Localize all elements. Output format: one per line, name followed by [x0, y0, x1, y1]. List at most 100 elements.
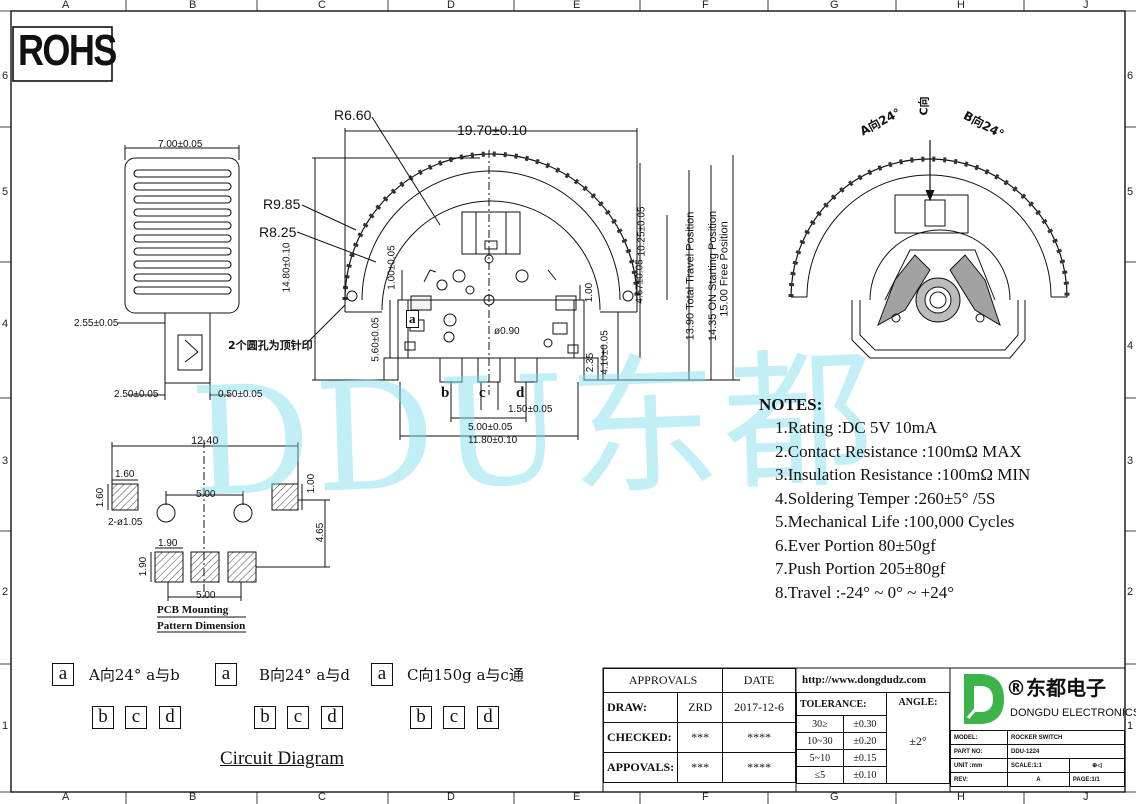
company-name-en: DONGDU ELECTRONICS [1010, 707, 1136, 719]
side-dim-2: 2.50±0.05 [114, 389, 159, 400]
approvals-header: APPROVALS [602, 668, 724, 693]
note-item-7: 7.Push Portion 205±80gf [775, 559, 946, 578]
circuit-a-b-terminal: b [92, 706, 114, 729]
pcb-dim-9: 4.65 [315, 522, 327, 543]
side-view [118, 145, 240, 400]
zone-row-5: 5 [2, 186, 9, 198]
zone-row-1-right: 1 [1127, 720, 1134, 732]
zone-col-b-bottom: B [189, 791, 197, 803]
pcb-label-line2: Pattern Dimension [157, 620, 246, 632]
position-1: 13.90 Total Travel Position [684, 211, 697, 341]
tol-value-1: ±0.30 [842, 715, 888, 733]
circuit-a-label: A向24° a与b [89, 666, 180, 684]
circuit-a-d-terminal: d [159, 706, 181, 729]
side-width-dim: 7.00±0.05 [158, 139, 203, 150]
zone-col-h-bottom: H [957, 791, 965, 803]
height-dim-8: 2.35 [585, 352, 597, 373]
zone-col-f: F [702, 0, 709, 11]
part-no-value: DDU-1224 [1007, 744, 1125, 759]
circuit-b-label: B向24° a与d [259, 666, 350, 684]
radius-label-2: R9.85 [263, 196, 301, 212]
tol-range-2: 10~30 [796, 732, 844, 750]
side-dim-3: 0.50±0.05 [218, 389, 263, 400]
radius-label-3: R8.25 [259, 224, 297, 240]
height-dim-3: 4.67±0.05 [634, 259, 646, 304]
appovals-label: APPOVALS: [602, 752, 679, 783]
circuit-c-b-terminal: b [410, 706, 432, 729]
height-dim-7: 4.10±0.05 [599, 330, 611, 375]
height-dim-4: 1.00±0.05 [386, 245, 398, 290]
pin-b-label: b [441, 385, 450, 401]
note-item-5: 5.Mechanical Life :100,000 Cycles [775, 512, 1015, 531]
zone-row-4-right: 4 [1127, 340, 1134, 352]
rohs-mark: ROHS [18, 26, 117, 75]
pcb-dim-2: 1.60 [115, 469, 135, 480]
zone-col-j: J [1083, 0, 1089, 11]
pcb-dim-6: 2-ø1.05 [108, 517, 143, 528]
circuit-c-terminal: a [371, 663, 393, 686]
tolerance-header: TOLERANCE: [796, 692, 887, 716]
zone-col-g-bottom: G [830, 791, 839, 803]
tolerance-table: TOLERANCE: ANGLE: ±2° 30≥±0.30 10~30±0.2… [796, 692, 950, 784]
zone-col-h: H [957, 0, 965, 11]
pcb-dim-3: 1.60 [95, 487, 107, 508]
projection-icon: ⊕◁ [1068, 758, 1126, 773]
note-item-8: 8.Travel :-24° ~ 0° ~ +24° [775, 582, 955, 602]
model-label: MODEL: [950, 730, 1008, 745]
pcb-dim-8: 1.90 [138, 556, 150, 577]
circuit-a-c-terminal: c [125, 706, 147, 729]
zone-col-d: D [447, 0, 455, 11]
circuit-c-label: C向150g a与c通 [407, 666, 524, 684]
scale-label: SCALE:1:1 [1007, 758, 1070, 773]
pcb-pattern [107, 440, 330, 633]
zone-col-j-bottom: J [1083, 791, 1089, 803]
height-dim-6: 5.60±0.05 [370, 317, 382, 362]
pcb-dim-4: 5.00 [196, 489, 216, 500]
draw-date: 2017-12-6 [722, 692, 796, 723]
zone-row-3-right: 3 [1127, 455, 1134, 467]
pin-d-label: d [516, 385, 525, 401]
height-dim-5: 1.00 [584, 282, 596, 303]
draw-name: ZRD [677, 692, 724, 723]
checked-name: *** [677, 722, 724, 753]
side-dim-1: 2.55±0.05 [74, 318, 119, 329]
tol-value-4: ±0.10 [842, 766, 888, 784]
circuit-b-d-terminal: d [321, 706, 343, 729]
note-item-3: 3.Insulation Resistance :100mΩ MIN [775, 465, 1031, 484]
page-label: PAGE:1/1 [1068, 772, 1126, 787]
pcb-dim-10: 5.00 [196, 590, 216, 601]
pin-width-dim: 1.50±0.05 [508, 404, 553, 415]
zone-col-c: C [318, 0, 326, 11]
approvals-table: APPROVALS DATE DRAW: ZRD 2017-12-6 CHECK… [602, 668, 796, 783]
circuit-c-d-terminal: d [477, 706, 499, 729]
company-name-cn: ®东都电子 [1006, 676, 1106, 700]
angle-cell: ANGLE: ±2° [886, 692, 950, 784]
pcb-dim-7: 1.90 [158, 538, 178, 549]
zone-col-c-bottom: C [318, 791, 326, 803]
zone-row-4: 4 [2, 318, 9, 330]
pcb-dim-1: 12.40 [191, 435, 219, 447]
angle-value: ±2° [909, 734, 927, 748]
height-dim-2: 10.25±0.05 [636, 206, 648, 257]
tol-range-3: 5~10 [796, 749, 844, 767]
model-value: ROCKER SWITCH [1007, 730, 1125, 745]
appovals-name: *** [677, 752, 724, 783]
front-view [296, 116, 740, 440]
notes-title: NOTES: [759, 395, 823, 414]
ejector-note: 2个圆孔为顶针印 [228, 339, 313, 352]
note-item-4: 4.Soldering Temper :260±5° /5S [775, 488, 996, 508]
rev-label: REV: [950, 772, 1008, 787]
hole-dim: ø0.90 [494, 326, 520, 337]
note-item-6: 6.Ever Portion 80±50gf [775, 535, 936, 555]
zone-row-2: 2 [2, 586, 9, 598]
zone-col-e: E [573, 0, 581, 11]
zone-col-e-bottom: E [573, 791, 581, 803]
note-item-2: 2.Contact Resistance :100mΩ MAX [775, 441, 1022, 461]
unit-label: UNIT :mm [950, 758, 1008, 773]
checked-label: CHECKED: [602, 722, 679, 753]
tol-value-3: ±0.15 [842, 749, 888, 767]
note-item-1: 1.Rating :DC 5V 10mA [775, 418, 938, 437]
part-info-table: MODEL:ROCKER SWITCH PART NO:DDU-1224 UNI… [950, 730, 1126, 787]
checked-date: **** [722, 722, 796, 753]
